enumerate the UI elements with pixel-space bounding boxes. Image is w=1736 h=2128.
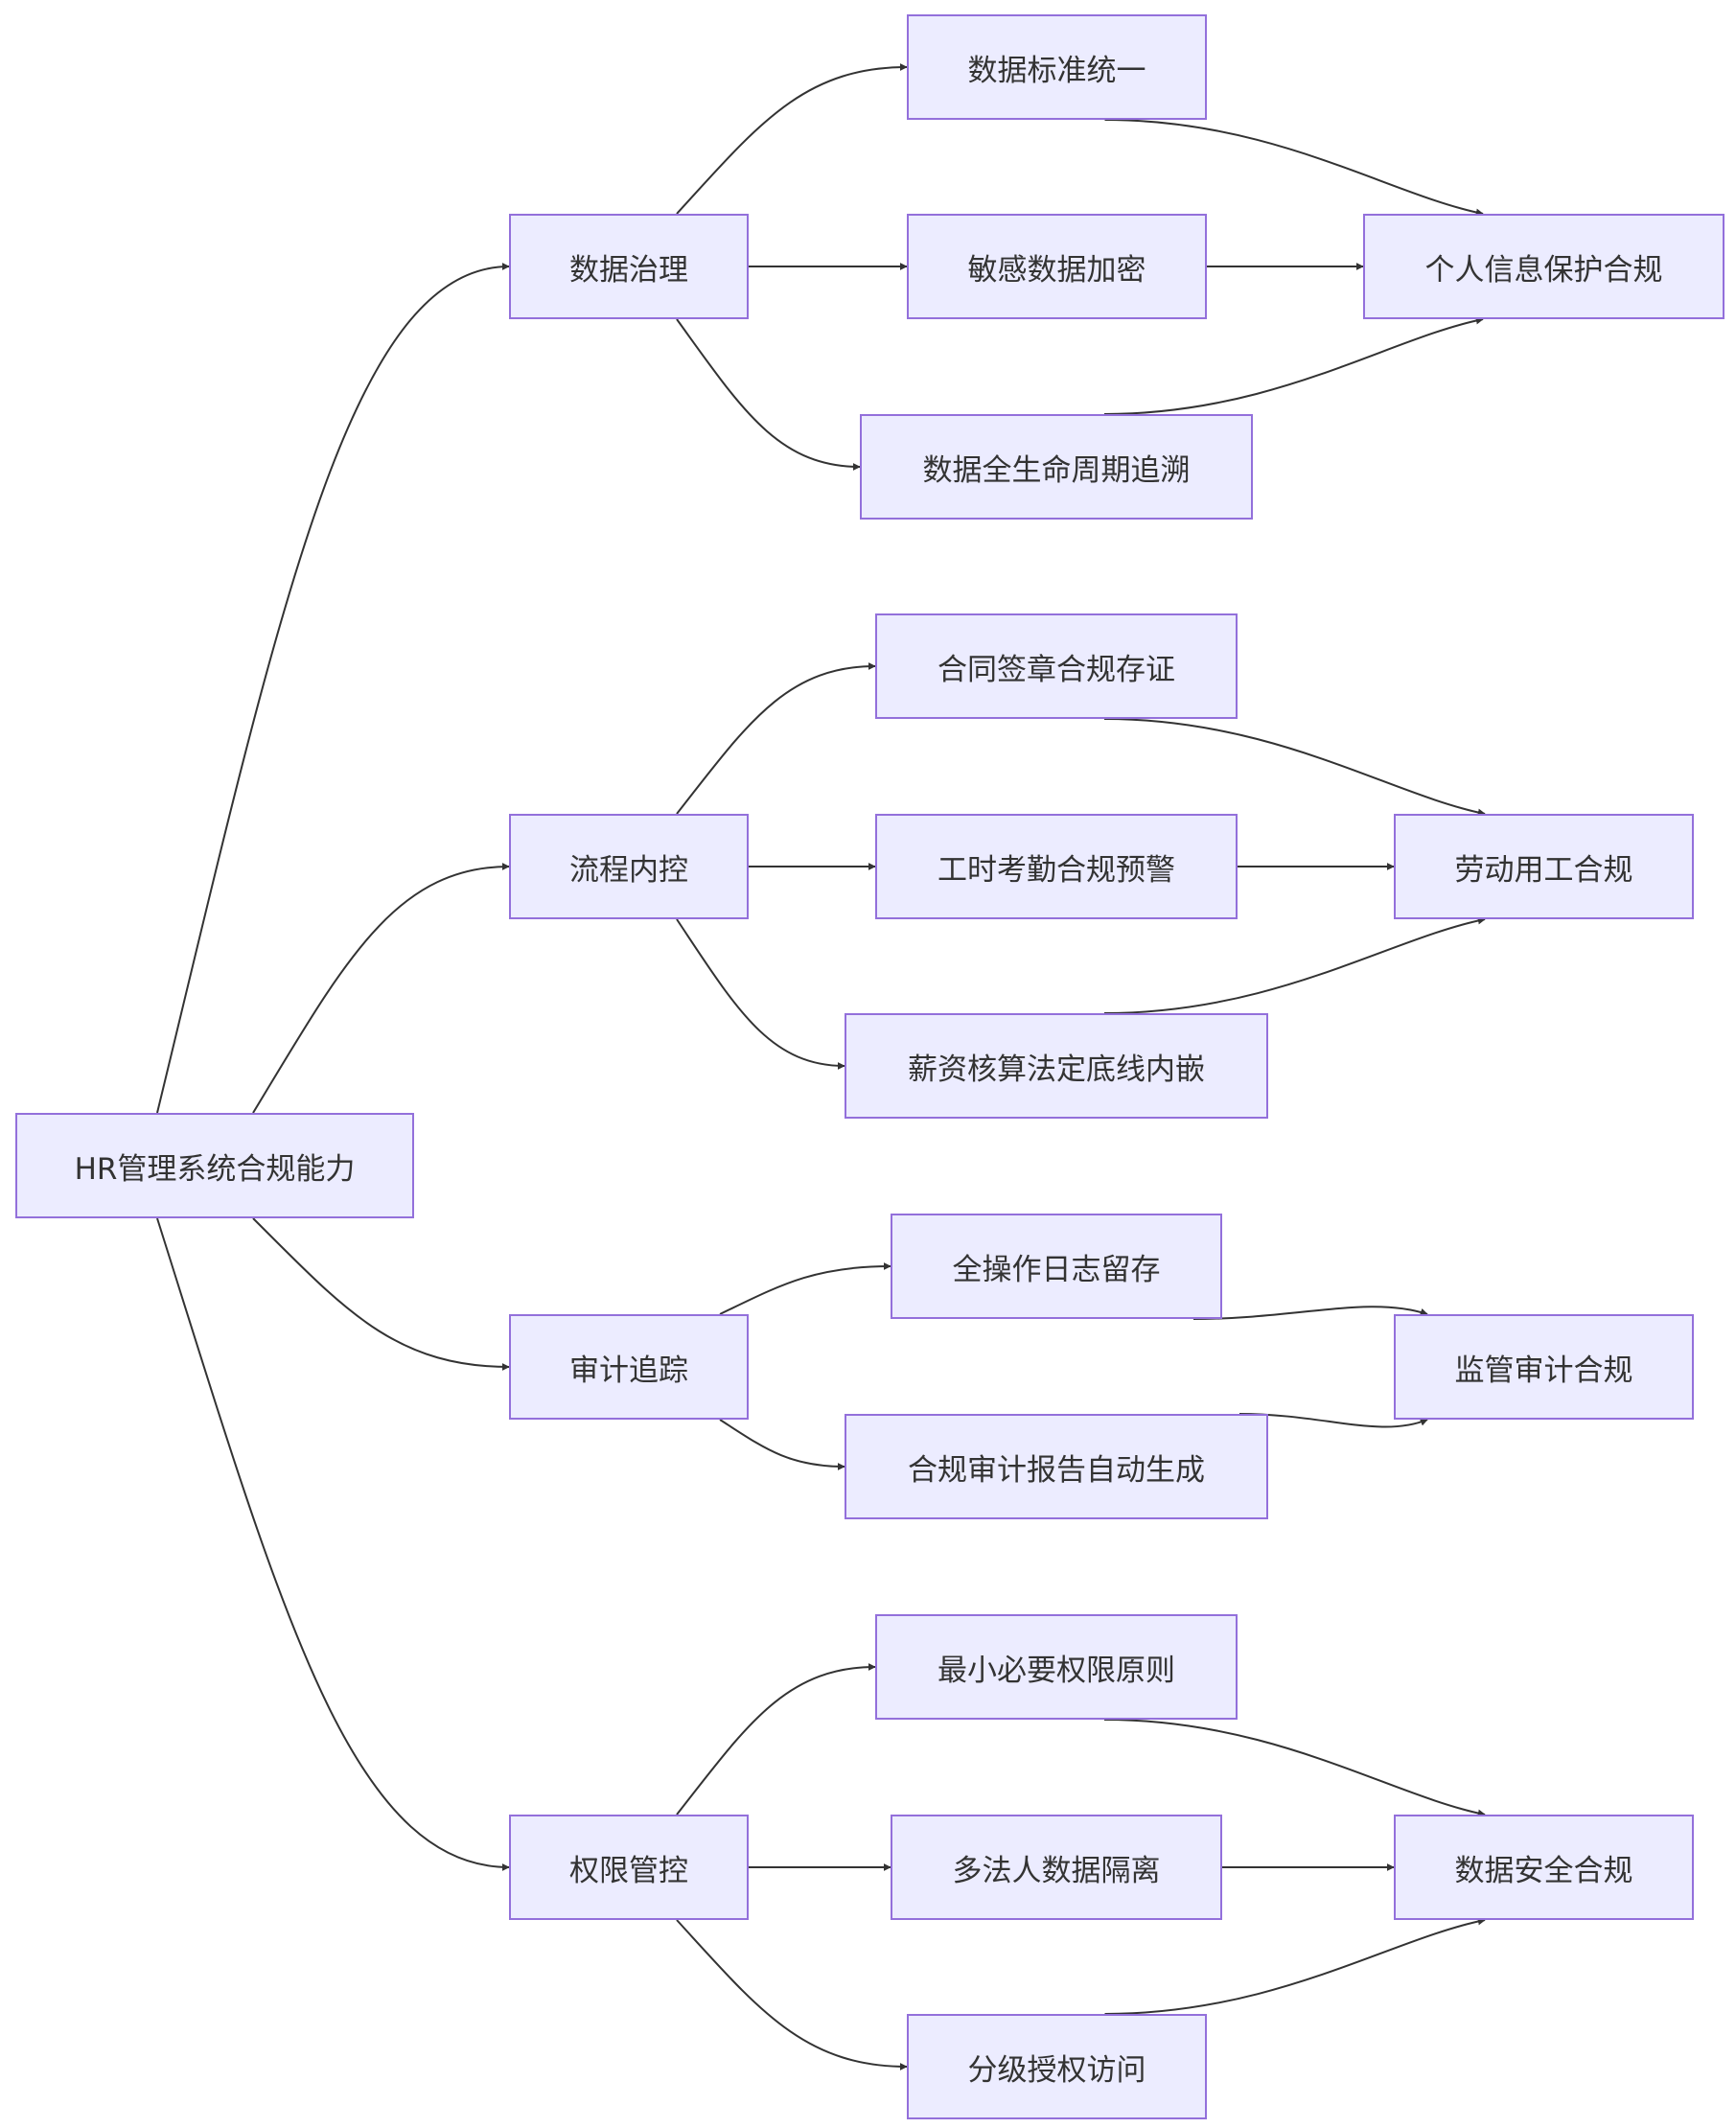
node-tiered-access: 分级授权访问 <box>907 2014 1207 2119</box>
node-permission-control: 权限管控 <box>509 1815 749 1920</box>
edge-audit-to-a2 <box>719 1419 845 1470</box>
edge-root-to-proc <box>252 863 510 1114</box>
node-least-privilege: 最小必要权限原则 <box>875 1614 1238 1720</box>
node-sensitive-encryption: 敏感数据加密 <box>907 214 1207 319</box>
edge-gov-to-d3 <box>676 318 861 471</box>
node-labor-compliance: 劳动用工合规 <box>1394 814 1694 919</box>
edge-d3-to-r1 <box>1103 316 1484 415</box>
edge-d1-to-r1 <box>1104 119 1484 217</box>
edge-k3-to-r4 <box>1104 1917 1486 2015</box>
edge-a2-to-r3 <box>1238 1413 1428 1428</box>
node-audit-report: 合规审计报告自动生成 <box>845 1414 1268 1519</box>
edge-perm-to-k1 <box>676 1663 876 1816</box>
node-operation-log: 全操作日志留存 <box>891 1214 1222 1319</box>
node-contract-signature: 合同签章合规存证 <box>875 613 1238 719</box>
edge-perm-to-k3 <box>676 1919 908 2070</box>
edge-proc-to-p3 <box>676 918 845 1070</box>
node-data-governance: 数据治理 <box>509 214 749 319</box>
edge-a1-to-r3 <box>1192 1306 1428 1320</box>
edge-p1-to-r2 <box>1103 718 1486 817</box>
node-attendance-warning: 工时考勤合规预警 <box>875 814 1238 919</box>
node-audit-compliance: 监管审计合规 <box>1394 1314 1694 1420</box>
node-process-control: 流程内控 <box>509 814 749 919</box>
edge-group <box>156 63 1486 2070</box>
node-data-lifecycle: 数据全生命周期追溯 <box>860 414 1253 520</box>
node-privacy-compliance: 个人信息保护合规 <box>1363 214 1724 319</box>
edge-audit-to-a1 <box>719 1262 891 1315</box>
edge-proc-to-p1 <box>676 662 876 815</box>
edge-root-to-perm <box>156 1217 510 1871</box>
node-payroll-baseline: 薪资核算法定底线内嵌 <box>845 1013 1268 1119</box>
edge-k1-to-r4 <box>1103 1719 1486 1817</box>
node-audit-trail: 审计追踪 <box>509 1314 749 1420</box>
node-data-standard: 数据标准统一 <box>907 14 1207 120</box>
node-data-security-compliance: 数据安全合规 <box>1394 1815 1694 1920</box>
edge-p3-to-r2 <box>1103 916 1486 1014</box>
edge-gov-to-d1 <box>676 63 908 215</box>
edge-root-to-gov <box>156 263 510 1114</box>
node-hr-compliance-root: HR管理系统合规能力 <box>15 1113 414 1218</box>
edge-root-to-audit <box>252 1217 510 1371</box>
node-entity-isolation: 多法人数据隔离 <box>891 1815 1222 1920</box>
